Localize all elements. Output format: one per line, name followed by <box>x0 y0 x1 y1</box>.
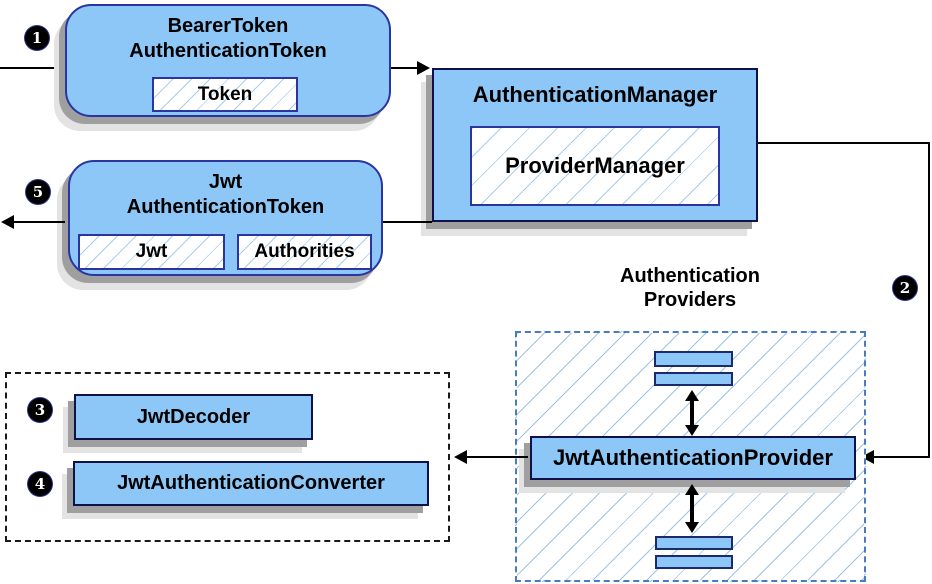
authentication-providers-label: Authentication Providers <box>590 264 790 312</box>
bearer-token-title-line1: BearerToken <box>167 15 289 37</box>
step-2-badge: 2 <box>893 276 917 300</box>
step-1-badge: 1 <box>25 26 49 50</box>
double-arrow-icon <box>683 484 701 533</box>
provider-manager-field: ProviderManager <box>470 126 720 206</box>
bearer-token-title-line2: AuthenticationToken <box>129 40 327 62</box>
provider-placeholder-bar <box>655 536 733 550</box>
left-arrowhead-icon <box>454 450 467 464</box>
step-5-badge: 5 <box>26 180 50 204</box>
jwt-authentication-converter-box: JwtAuthenticationConverter <box>73 461 429 506</box>
manager-to-jwt-line <box>383 221 432 223</box>
manager-to-provider-line-top <box>758 142 930 144</box>
authorities-field: Authorities <box>237 234 372 270</box>
jwt-decoder-box: JwtDecoder <box>74 394 313 440</box>
manager-to-provider-line-bottom <box>874 456 930 458</box>
bearer-token-authentication-token-box: BearerToken AuthenticationToken Token <box>65 4 391 117</box>
authentication-providers-label-line1: Authentication <box>620 265 760 287</box>
decoder-converter-container: JwtDecoder JwtAuthenticationConverter <box>5 372 450 542</box>
manager-to-provider-line-vertical <box>928 142 930 458</box>
left-arrowhead-icon <box>1 215 14 229</box>
step-4-badge: 4 <box>28 472 52 496</box>
double-arrow-icon <box>683 390 701 436</box>
provider-placeholder-bar <box>654 351 733 367</box>
response-out-line <box>13 221 65 223</box>
authentication-providers-label-line2: Providers <box>643 289 737 311</box>
authentication-providers-container: JwtAuthenticationProvider <box>515 331 866 582</box>
bearer-to-manager-line <box>391 67 419 69</box>
right-arrowhead-icon <box>417 61 430 75</box>
step-3-badge: 3 <box>28 398 52 422</box>
request-in-line <box>0 67 65 69</box>
provider-placeholder-bar <box>654 372 733 386</box>
provider-to-decoder-line <box>467 456 528 458</box>
token-field: Token <box>152 77 298 112</box>
provider-placeholder-bar <box>655 555 733 569</box>
jwt-field: Jwt <box>78 234 225 270</box>
jwt-authentication-token-box: Jwt AuthenticationToken Jwt Authorities <box>68 160 383 276</box>
jwt-authentication-provider-box: JwtAuthenticationProvider <box>530 436 856 480</box>
authentication-manager-box: AuthenticationManager ProviderManager <box>432 68 758 222</box>
jwt-token-title-line2: AuthenticationToken <box>126 196 325 218</box>
authentication-manager-title: AuthenticationManager <box>472 82 718 107</box>
jwt-token-title-line1: Jwt <box>208 171 243 193</box>
